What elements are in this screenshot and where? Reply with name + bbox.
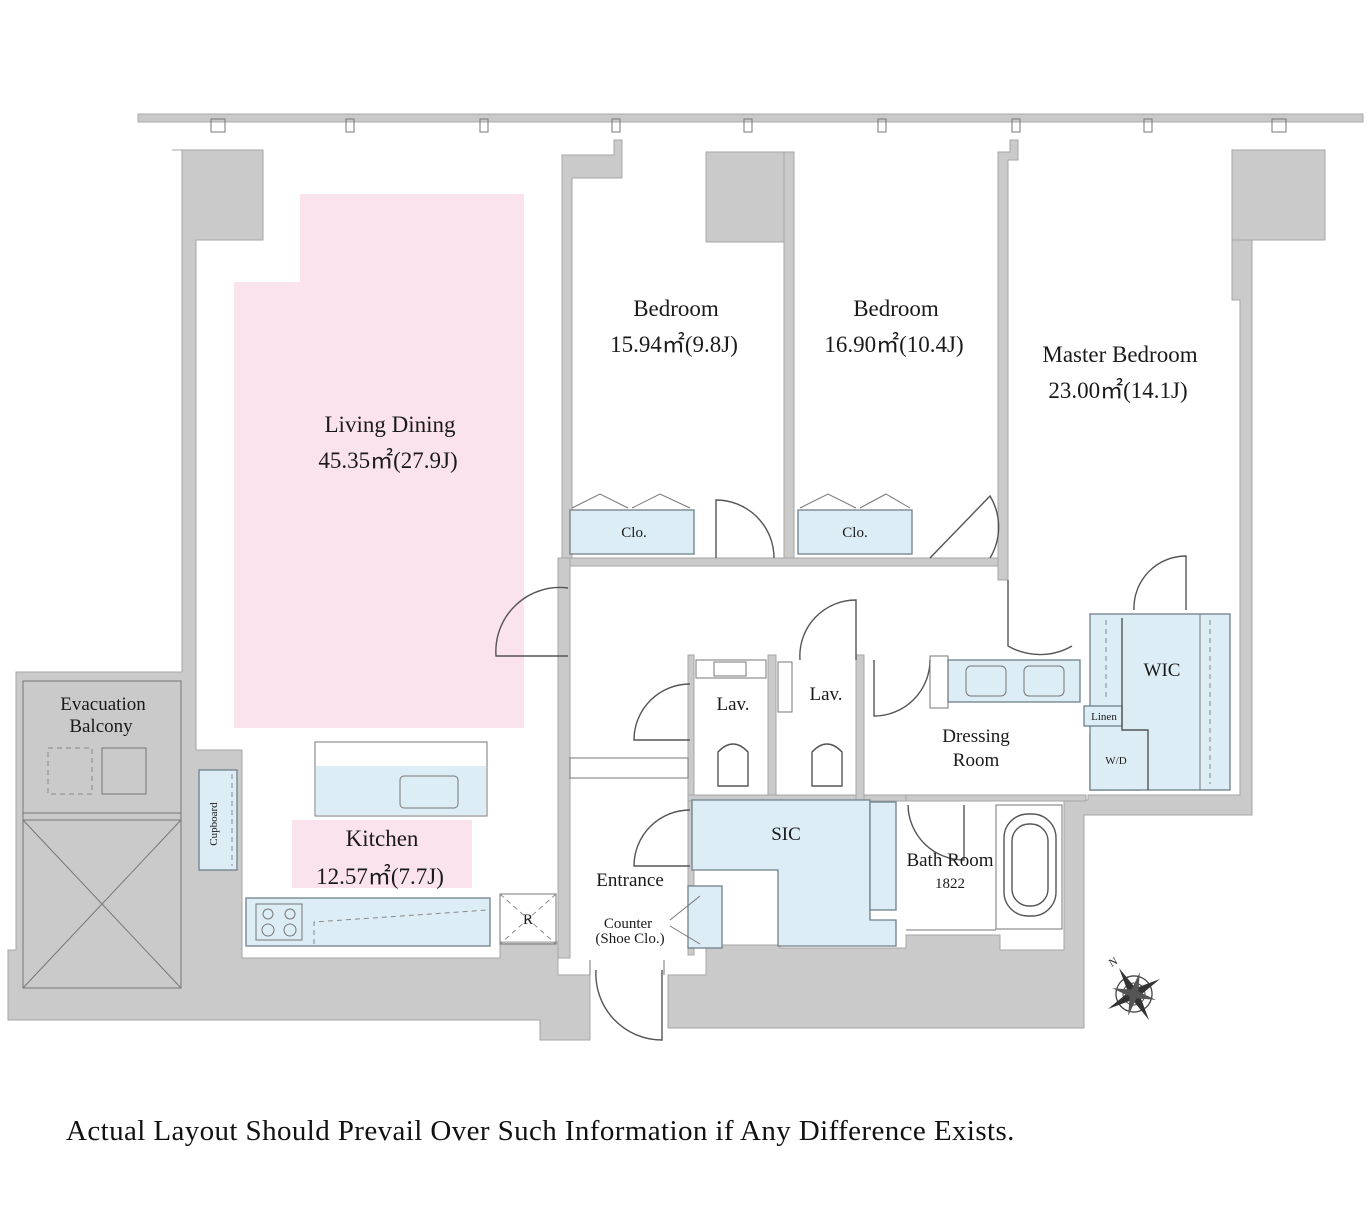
entrance-label: Entrance — [596, 870, 664, 891]
walk-in-closet — [1089, 613, 1231, 791]
wall-bedroom-divider — [783, 151, 795, 563]
closet-2-label: Clo. — [842, 525, 867, 541]
bath-room-size: 1822 — [935, 876, 965, 892]
closet-bedroom-1 — [569, 509, 695, 555]
dressing-room-line2: Room — [953, 750, 1000, 771]
bath-area — [995, 804, 1063, 930]
evacuation-balcony-line2: Balcony — [69, 716, 133, 737]
bedroom-1-area: 15.94㎡(9.8J) — [610, 332, 738, 357]
wic-hanging-rails — [1105, 620, 1211, 784]
balcony-hatch-2 — [101, 747, 147, 795]
vanity-basin-2 — [1023, 665, 1065, 697]
closet-bifold-doors — [571, 493, 911, 509]
toilet-1-icon — [717, 743, 749, 787]
living-dining-area — [234, 194, 524, 728]
kitchen-area: 12.57㎡(7.7J) — [316, 864, 444, 889]
lav-1-label: Lav. — [716, 694, 749, 715]
cupboard — [198, 769, 238, 871]
living-dining-name: Living Dining — [325, 412, 456, 437]
cooktop-icon — [255, 903, 303, 941]
bedroom-2-area: 16.90㎡(10.4J) — [824, 332, 963, 357]
counter-dash — [313, 909, 489, 944]
balcony-hatch-1 — [47, 747, 93, 795]
lav-2-label: Lav. — [809, 684, 842, 705]
kitchen-name: Kitchen — [346, 826, 419, 851]
bathtub-icon — [1003, 813, 1057, 917]
shoe-closet — [687, 885, 723, 949]
compass-icon — [1108, 968, 1160, 1020]
column-master — [997, 139, 1019, 581]
disclaimer-text: Actual Layout Should Prevail Over Such I… — [66, 1115, 1015, 1147]
exterior-wall — [7, 149, 591, 1041]
linen-label: Linen — [1091, 711, 1117, 723]
exterior-wall-right — [667, 149, 1326, 1029]
counter-label-line2: (Shoe Clo.) — [595, 931, 664, 947]
wd-label: W/D — [1105, 755, 1126, 767]
bedroom-2-name: Bedroom — [853, 296, 939, 321]
master-bedroom-name: Master Bedroom — [1042, 342, 1197, 367]
sic-shelf — [869, 801, 897, 911]
bedroom-1-name: Bedroom — [633, 296, 719, 321]
kitchen-island — [314, 741, 488, 817]
wic-label: WIC — [1144, 660, 1181, 681]
closet-1-label: Clo. — [621, 525, 646, 541]
kitchen-sink — [399, 775, 459, 809]
living-dining-area-label: 45.35㎡(27.9J) — [318, 448, 457, 473]
refrigerator-label: R — [523, 912, 533, 928]
column-right — [1231, 149, 1326, 241]
dressing-top-wall — [929, 655, 949, 709]
sic-label: SIC — [771, 824, 801, 845]
refrigerator-space — [499, 893, 557, 945]
balcony-partition — [22, 819, 182, 989]
toilet-2-icon — [811, 743, 843, 787]
lav-1-shelf — [695, 659, 767, 679]
door-swings — [495, 494, 1187, 1041]
wall-ld-hall — [557, 557, 571, 959]
lav-2-shelf — [777, 661, 793, 713]
bath-room-label: Bath Room — [906, 850, 993, 871]
compass-north-label: N — [1107, 955, 1120, 969]
shoe-closet-hatch — [669, 895, 701, 945]
rail-posts — [210, 118, 1287, 133]
column-bedroom-2 — [705, 151, 793, 243]
master-bedroom-area: 23.00㎡(14.1J) — [1048, 378, 1187, 403]
kitchen-counter — [245, 897, 491, 947]
lav-1-sink — [713, 661, 747, 677]
wall-hall-top — [565, 557, 999, 567]
closet-bedroom-2 — [797, 509, 913, 555]
counter-label-line1: Counter — [604, 916, 652, 932]
top-rail — [137, 113, 1364, 123]
kitchen-island-sink-area — [316, 766, 486, 815]
kitchen-highlight — [292, 820, 472, 888]
wic-inner-wall — [1121, 618, 1149, 790]
wall-lav-right — [855, 654, 865, 801]
dressing-room-line1: Dressing — [942, 726, 1010, 747]
evacuation-balcony-line1: Evacuation — [60, 694, 146, 715]
wall-lav-divider — [767, 654, 777, 796]
vanity-basin-1 — [965, 665, 1007, 697]
wall-dressing-bath — [905, 794, 1087, 802]
entrance-step — [569, 757, 689, 779]
cupboard-label: Cupboard — [208, 802, 220, 846]
